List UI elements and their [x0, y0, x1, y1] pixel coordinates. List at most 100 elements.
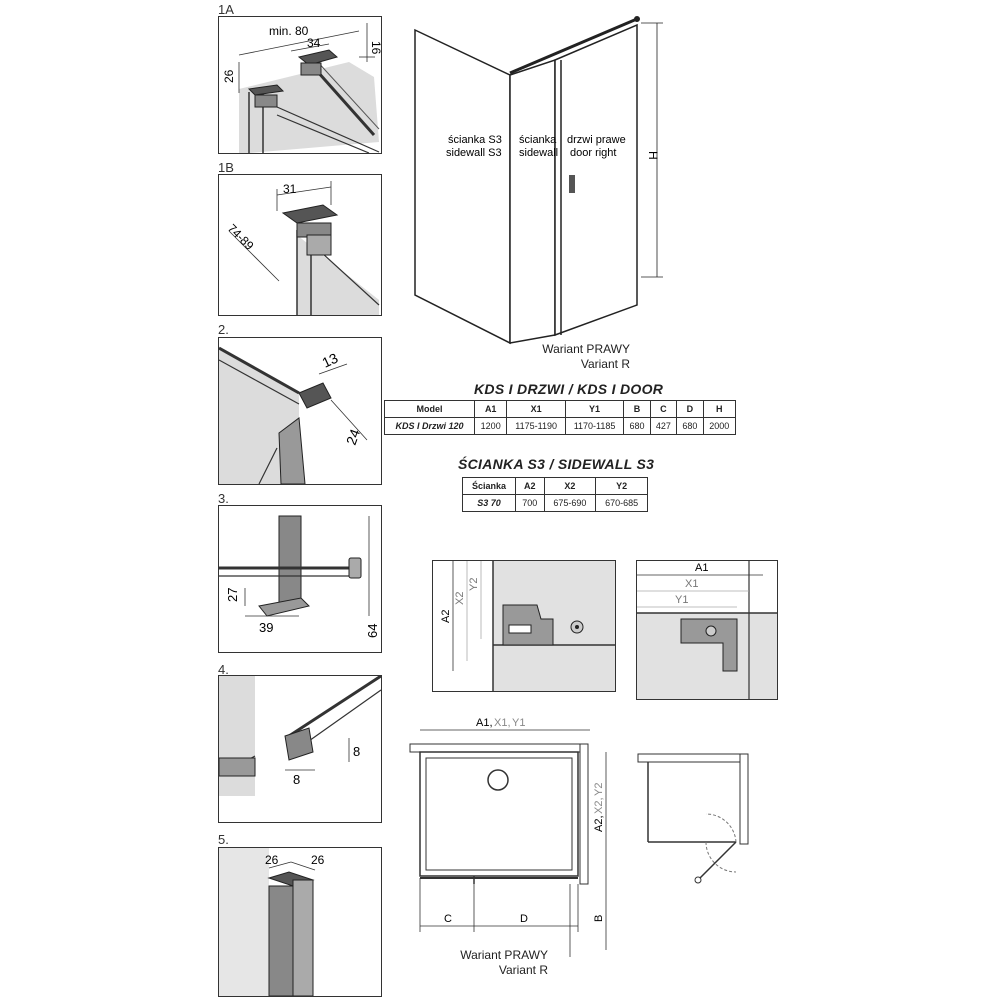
- sidewall-col-name: Ścianka: [461, 477, 517, 495]
- plan-caption-pl: Wariant PRAWY: [460, 948, 548, 962]
- dim-1a-16: 16: [369, 41, 381, 55]
- dim-4-w8: 8: [293, 772, 300, 787]
- dim-1b-31: 31: [283, 182, 297, 196]
- plan-caption-en: Variant R: [498, 963, 548, 977]
- door-col-d: D: [676, 400, 704, 418]
- door-table: Model A1 X1 Y1 B C D H KDS I Drzwi 120 1…: [384, 400, 737, 435]
- door-cell-h: 2000: [702, 417, 737, 435]
- door-col-y1: Y1: [564, 400, 625, 418]
- door-cell-c: 427: [649, 417, 678, 435]
- step-label-3: 3.: [218, 491, 229, 506]
- sidewall-col-y2: Y2: [595, 477, 648, 495]
- table-row: KDS I Drzwi 120 1200 1175-1190 1170-1185…: [384, 417, 737, 435]
- door-cell-a1: 1200: [473, 417, 508, 435]
- install-right-a1: A1: [695, 562, 708, 574]
- install-detail-left-panel: A2 X2 Y2: [432, 560, 616, 692]
- step-label-1a: 1A: [218, 2, 234, 17]
- sidewall-col-x2: X2: [543, 477, 597, 495]
- sidewall-cell-a2: 700: [515, 494, 545, 512]
- detail-1a-drawing: min. 80 34 16 26: [222, 23, 381, 153]
- sidewall-col-a2: A2: [515, 477, 545, 495]
- detail-3-drawing: 27 39 64: [219, 515, 380, 638]
- door-cell-d: 680: [676, 417, 704, 435]
- dim-5-right: 26: [311, 853, 325, 867]
- door-col-c: C: [649, 400, 678, 418]
- sidewall-table-header: Ścianka A2 X2 Y2: [461, 477, 648, 495]
- elevation-label-sidewall-pl: ścianka S3: [448, 134, 502, 146]
- detail-5-drawing: 26 26: [219, 848, 325, 996]
- detail-2-panel: 13 24: [218, 337, 382, 485]
- door-col-a1: A1: [473, 400, 508, 418]
- sidewall-cell-x2: 675-690: [543, 494, 597, 512]
- detail-1b-panel: 31 74-89: [218, 174, 382, 316]
- plan-top-a1: A1,: [476, 717, 493, 729]
- install-detail-right-drawing: A1 X1 Y1: [637, 561, 777, 699]
- elevation-caption-en: Variant R: [580, 357, 630, 371]
- plan-caption: Wariant PRAWY Variant R: [440, 948, 548, 978]
- door-cell-b: 680: [623, 417, 651, 435]
- plan-side-y2: Y2: [593, 783, 605, 796]
- elevation-label-door-en: door right: [570, 147, 616, 159]
- sidewall-table-title: ŚCIANKA S3 / SIDEWALL S3: [458, 456, 655, 472]
- dim-3-64: 64: [365, 624, 380, 638]
- elevation-label-sidewall2-en: sidewall: [519, 147, 558, 159]
- detail-1a-panel: min. 80 34 16 26: [218, 16, 382, 154]
- sidewall-cell-name: S3 70: [461, 494, 517, 512]
- door-col-b: B: [623, 400, 651, 418]
- install-left-x2: X2: [454, 592, 466, 605]
- step-label-5: 5.: [218, 832, 229, 847]
- install-detail-left-drawing: A2 X2 Y2: [440, 561, 615, 691]
- dim-1b-range: 74-89: [225, 221, 257, 253]
- detail-1b-drawing: 31 74-89: [225, 181, 380, 315]
- detail-5-panel: 26 26: [218, 847, 382, 997]
- plan-top-y1: Y1: [512, 717, 525, 729]
- plan-side-x2: X2,: [593, 797, 605, 814]
- install-right-x1: X1: [685, 578, 698, 590]
- dim-3-27: 27: [225, 588, 240, 602]
- elevation-dim-h: H: [646, 151, 660, 160]
- dim-1a-34: 34: [307, 36, 321, 50]
- plan-dim-b: B: [593, 915, 605, 922]
- detail-3-panel: 27 39 64: [218, 505, 382, 653]
- plan-dim-c: C: [444, 913, 452, 925]
- plan-side-a2: A2,: [593, 815, 605, 832]
- sidewall-table: Ścianka A2 X2 Y2 S3 70 700 675-690 670-6…: [461, 477, 648, 512]
- door-table-header: Model A1 X1 Y1 B C D H: [384, 400, 737, 418]
- install-right-y1: Y1: [675, 594, 688, 606]
- detail-4-drawing: 8 8: [219, 676, 381, 796]
- detail-4-panel: 8 8: [218, 675, 382, 823]
- dim-1a-26: 26: [222, 69, 236, 83]
- step-label-4: 4.: [218, 662, 229, 677]
- door-col-model: Model: [384, 400, 475, 418]
- door-cell-x1: 1175-1190: [506, 417, 566, 435]
- elevation-label-sidewall2-pl: ścianka: [519, 134, 557, 146]
- elevation-label-door-pl: drzwi prawe: [567, 134, 626, 146]
- door-table-title: KDS I DRZWI / KDS I DOOR: [474, 381, 664, 397]
- shower-elevation-drawing: H ścianka S3 sidewall S3 ścianka sidewal…: [414, 16, 663, 345]
- install-left-a2: A2: [440, 610, 452, 623]
- dim-2-24: 24: [343, 427, 363, 447]
- dim-1a-min80: min. 80: [269, 24, 309, 38]
- step-label-1b: 1B: [218, 160, 234, 175]
- door-col-x1: X1: [506, 400, 566, 418]
- door-cell-model: KDS I Drzwi 120: [384, 417, 475, 435]
- step-label-2: 2.: [218, 322, 229, 337]
- dim-4-h8: 8: [353, 744, 360, 759]
- door-cell-y1: 1170-1185: [564, 417, 625, 435]
- door-col-h: H: [702, 400, 737, 418]
- dim-3-39: 39: [259, 620, 273, 635]
- plan-top-x1: X1,: [494, 717, 511, 729]
- elevation-caption: Wariant PRAWY Variant R: [520, 342, 630, 372]
- install-detail-right-panel: A1 X1 Y1: [636, 560, 778, 700]
- door-swing-plan-drawing: [637, 753, 749, 884]
- plan-dim-d: D: [520, 913, 528, 925]
- table-row: S3 70 700 675-690 670-685: [461, 494, 648, 512]
- dim-2-13: 13: [320, 350, 341, 371]
- elevation-caption-pl: Wariant PRAWY: [542, 342, 630, 356]
- detail-2-drawing: 13 24: [219, 346, 368, 484]
- dim-5-left: 26: [265, 853, 279, 867]
- plan-view-drawing: A1, X1, Y1 A2, X2, Y2 B C D: [409, 717, 607, 957]
- install-left-y2: Y2: [468, 578, 480, 591]
- elevation-label-sidewall-en: sidewall S3: [446, 147, 502, 159]
- sidewall-cell-y2: 670-685: [595, 494, 648, 512]
